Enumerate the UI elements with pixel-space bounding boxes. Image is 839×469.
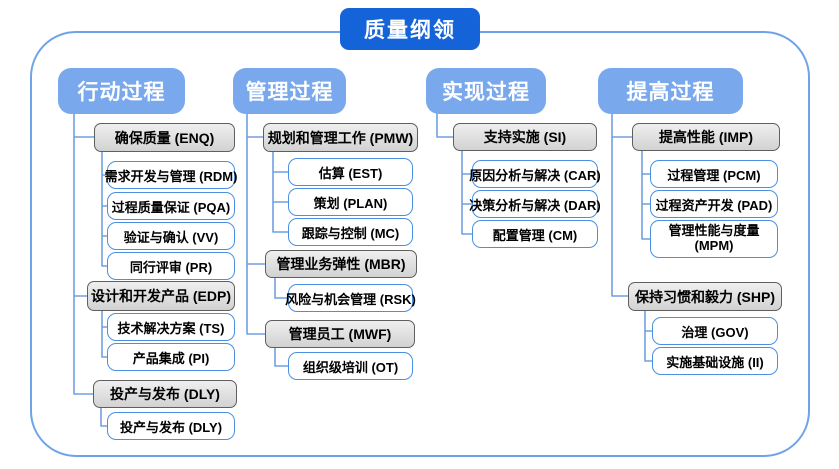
group-box-pmw: 规划和管理工作 (PMW) xyxy=(263,123,418,152)
child-box-cm: 配置管理 (CM) xyxy=(472,220,598,248)
child-box-mpm: 管理性能与度量 (MPM) xyxy=(650,220,778,258)
child-box-rdm: 需求开发与管理 (RDM) xyxy=(105,161,237,189)
child-box-ot: 组织级培训 (OT) xyxy=(288,352,413,380)
child-box-car: 原因分析与解决 (CAR) xyxy=(469,160,601,188)
child-box-pcm: 过程管理 (PCM) xyxy=(650,160,778,188)
column-header-implementation-process: 实现过程 xyxy=(426,68,546,114)
group-box-si: 支持实施 (SI) xyxy=(453,123,597,151)
child-box-pqa: 过程质量保证 (PQA) xyxy=(107,192,235,220)
child-box-est: 估算 (EST) xyxy=(288,158,413,186)
group-box-mwf: 管理员工 (MWF) xyxy=(265,320,415,348)
child-box-ii: 实施基础设施 (II) xyxy=(652,347,778,375)
connector-col3-si xyxy=(461,150,473,235)
child-box-vv: 验证与确认 (VV) xyxy=(107,222,235,250)
column-header-action-process: 行动过程 xyxy=(58,68,185,114)
connector-col1-enq xyxy=(101,151,108,267)
connector-col2-mbr xyxy=(274,277,289,299)
connector-col2-main xyxy=(246,113,266,335)
connector-col1-main xyxy=(73,113,95,395)
child-box-gov: 治理 (GOV) xyxy=(652,317,778,345)
connector-col1-edp xyxy=(101,310,108,358)
connector-col1-dly xyxy=(100,407,108,427)
connector-col4-imp xyxy=(641,150,651,240)
child-box-dar: 决策分析与解决 (DAR) xyxy=(469,190,601,218)
group-box-dly: 投产与发布 (DLY) xyxy=(93,380,237,408)
group-box-shp: 保持习惯和毅力 (SHP) xyxy=(628,282,782,311)
connector-col4-main xyxy=(611,113,633,297)
child-box-ts: 技术解决方案 (TS) xyxy=(107,313,235,341)
child-box-dly: 投产与发布 (DLY) xyxy=(107,412,235,440)
child-box-plan: 策划 (PLAN) xyxy=(288,188,413,216)
group-box-edp: 设计和开发产品 (EDP) xyxy=(87,281,235,311)
column-header-management-process: 管理过程 xyxy=(233,68,346,114)
diagram-title: 质量纲领 xyxy=(340,8,480,50)
child-box-pr: 同行评审 (PR) xyxy=(107,252,235,280)
group-box-mbr: 管理业务弹性 (MBR) xyxy=(265,250,417,278)
connector-col4-shp xyxy=(644,310,653,362)
child-box-pi: 产品集成 (PI) xyxy=(107,343,235,371)
child-box-rsk: 风险与机会管理 (RSK) xyxy=(285,284,416,312)
connector-col2-mwf xyxy=(274,347,289,367)
connector-col2-pmw xyxy=(272,151,289,233)
child-box-pad: 过程资产开发 (PAD) xyxy=(650,190,778,218)
column-header-improvement-process: 提高过程 xyxy=(598,68,743,114)
child-box-mc: 跟踪与控制 (MC) xyxy=(288,218,413,246)
group-box-imp: 提高性能 (IMP) xyxy=(632,123,780,151)
connector-col3-main xyxy=(436,113,454,138)
group-box-enq: 确保质量 (ENQ) xyxy=(94,123,235,152)
